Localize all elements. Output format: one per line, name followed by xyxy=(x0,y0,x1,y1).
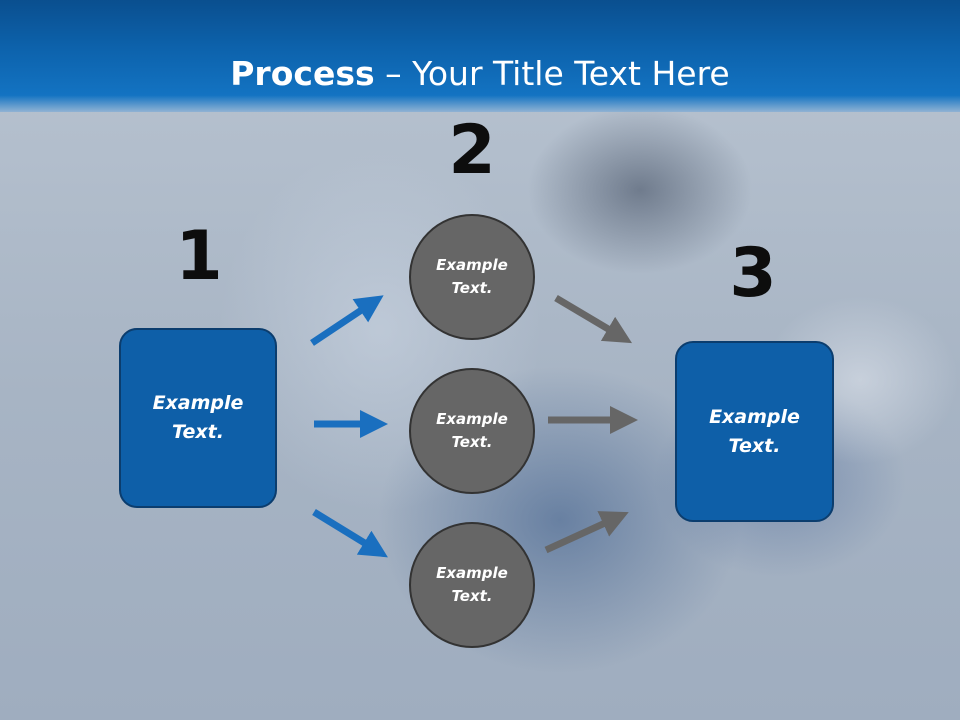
title-bold: Process xyxy=(230,54,375,93)
title-bar xyxy=(0,0,960,112)
circle-3: Example Text. xyxy=(409,522,535,648)
circle-1-text: Example Text. xyxy=(436,256,508,297)
title-rest: – Your Title Text Here xyxy=(374,54,730,93)
slide-title: Process – Your Title Text Here xyxy=(0,52,960,96)
arrow-to-circle-1 xyxy=(310,295,384,346)
circle-2: Example Text. xyxy=(409,368,535,494)
arrow-from-circle-1 xyxy=(554,294,633,344)
circle-1: Example Text. xyxy=(409,214,535,340)
step-number-1: 1 xyxy=(175,217,223,296)
circle-2-text: Example Text. xyxy=(436,410,508,451)
arrow-to-circle-3 xyxy=(312,509,388,558)
left-box-text: Example Text. xyxy=(152,392,244,443)
step-number-3: 3 xyxy=(729,234,777,313)
right-box: Example Text. xyxy=(675,341,834,522)
right-box-text: Example Text. xyxy=(709,405,800,457)
step-number-2: 2 xyxy=(448,111,496,190)
circle-3-text: Example Text. xyxy=(436,564,508,605)
left-box: Example Text. xyxy=(119,328,277,508)
arrow-from-circle-3 xyxy=(544,511,629,554)
